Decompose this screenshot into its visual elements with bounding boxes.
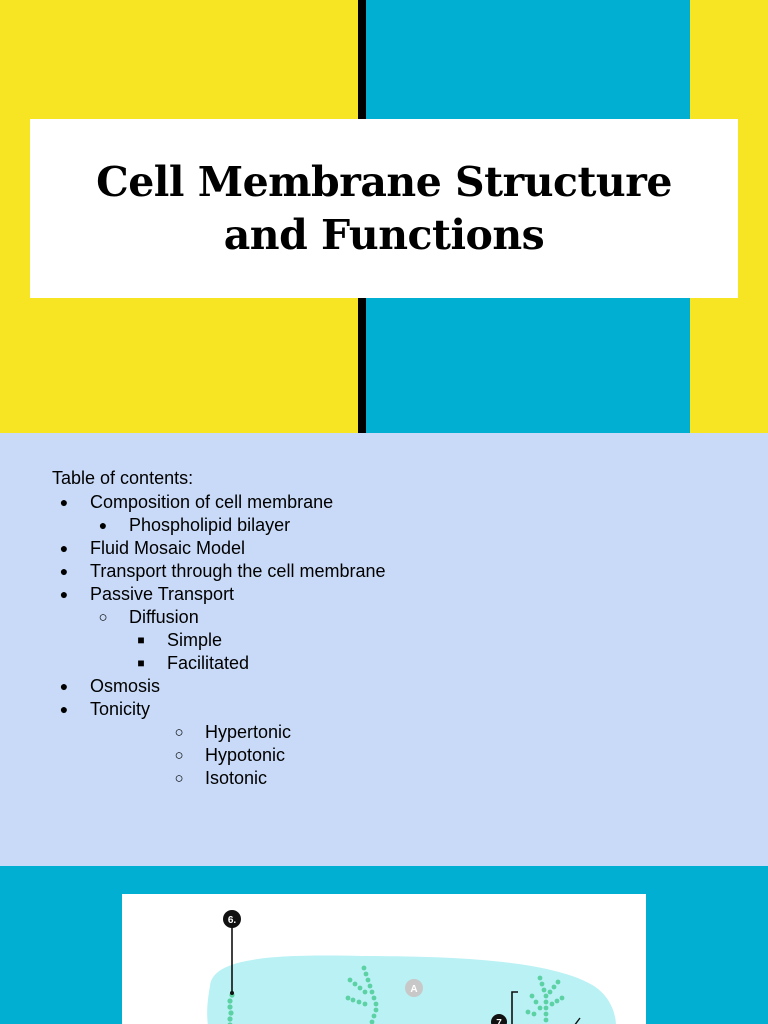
toc-item-label: Passive Transport bbox=[90, 584, 235, 604]
title-box: Cell Membrane Structure and Functions bbox=[30, 119, 738, 298]
bullet-icon: ● bbox=[98, 517, 108, 533]
marker-6-label: 6. bbox=[228, 915, 237, 926]
toc-item-label: Osmosis bbox=[90, 676, 161, 696]
toc-item-label: Hypotonic bbox=[205, 745, 286, 765]
glycoprotein-chain-right bbox=[525, 975, 565, 1023]
title-slide: Cell Membrane Structure and Functions bbox=[0, 0, 768, 433]
bracket-7 bbox=[511, 991, 518, 1024]
slide-title: Cell Membrane Structure and Functions bbox=[96, 157, 672, 259]
bullet-icon: ● bbox=[59, 678, 69, 694]
toc-heading: Table of contents: bbox=[52, 468, 194, 488]
membrane-illustration: 6. A 7 bbox=[207, 910, 616, 1024]
marker-a-icon: A bbox=[405, 979, 423, 997]
toc-item-label: Composition of cell membrane bbox=[90, 492, 334, 512]
bullet-icon: ● bbox=[59, 494, 69, 510]
table-of-contents-slide: Table of contents: ● Composition of cell… bbox=[0, 433, 768, 866]
marker-6-dot bbox=[230, 991, 234, 995]
toc-item-label: Fluid Mosaic Model bbox=[90, 538, 246, 558]
marker-6-icon: 6. bbox=[223, 910, 241, 928]
marker-7-label: 7 bbox=[496, 1018, 502, 1024]
toc-item-label: Phospholipid bilayer bbox=[129, 515, 291, 535]
membrane-diagram: 6. A 7 bbox=[122, 894, 646, 1024]
glycolipid-chain-center bbox=[345, 965, 379, 1024]
square-bullet-icon: ■ bbox=[137, 633, 145, 647]
square-bullet-icon: ■ bbox=[137, 656, 145, 670]
marker-7-icon: 7 bbox=[491, 1014, 507, 1024]
bullet-icon: ● bbox=[59, 540, 69, 556]
bullet-icon: ● bbox=[59, 701, 69, 717]
bullet-icon: ● bbox=[59, 586, 69, 602]
hollow-bullet-icon: ○ bbox=[174, 747, 184, 764]
toc-item-label: Tonicity bbox=[90, 699, 151, 719]
toc-item-label: Facilitated bbox=[167, 653, 250, 673]
membrane-diagram-slide: 6. A 7 bbox=[0, 866, 768, 1024]
membrane-edge-right bbox=[574, 1017, 581, 1024]
marker-a-label: A bbox=[410, 984, 417, 995]
toc-item-label: Hypertonic bbox=[205, 722, 292, 742]
toc-item-label: Diffusion bbox=[129, 607, 199, 627]
bullet-icon: ● bbox=[59, 563, 69, 579]
toc-item-label: Isotonic bbox=[205, 768, 268, 788]
hollow-bullet-icon: ○ bbox=[174, 770, 184, 787]
hollow-bullet-icon: ○ bbox=[98, 609, 108, 626]
toc-item-label: Simple bbox=[167, 630, 223, 650]
hollow-bullet-icon: ○ bbox=[174, 724, 184, 741]
toc-item-label: Transport through the cell membrane bbox=[90, 561, 386, 581]
